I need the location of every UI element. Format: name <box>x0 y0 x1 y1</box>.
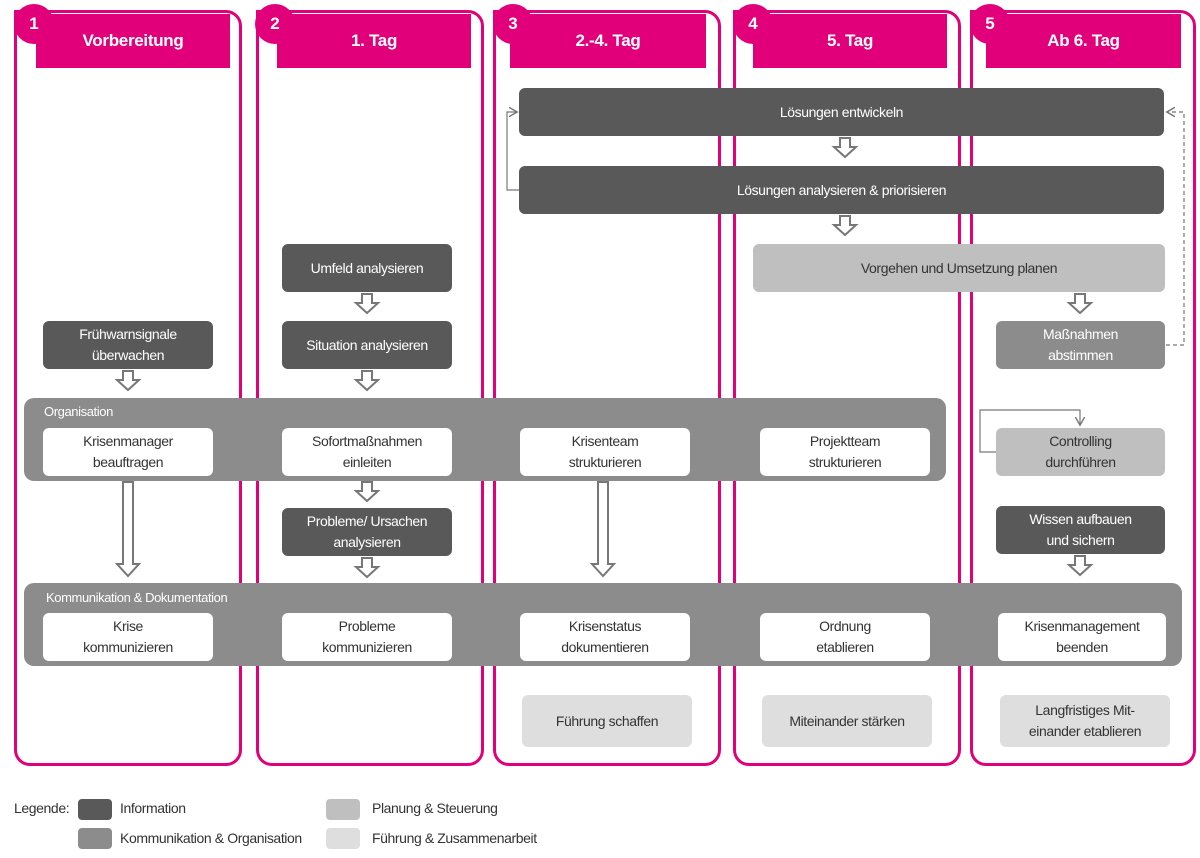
kommunikation-label: Kommunikation & Dokumentation <box>46 590 228 605</box>
controlling-box: Controlling durchführen <box>996 428 1165 476</box>
arrow-sofort-probleme <box>353 481 381 503</box>
wissen-aufbauen-box: Wissen aufbauen und sichern <box>996 506 1165 554</box>
legend-planung: Planung & Steuerung <box>372 800 498 816</box>
phase-header-1: Vorbereitung <box>36 14 230 68</box>
legend-kommunikation: Kommunikation & Organisation <box>120 830 302 846</box>
org-item-krisenteam: Krisenteam strukturieren <box>520 428 690 476</box>
feedback-loop-right <box>1166 112 1185 346</box>
fuehrung-schaffen-box: Führung schaffen <box>522 695 692 747</box>
legend-swatch-information <box>78 799 112 820</box>
arrow-krisenmanager-krise <box>114 481 142 578</box>
fruehwarnsignale-box: Frühwarnsignale überwachen <box>43 321 213 369</box>
vorgehen-planen-box: Vorgehen und Umsetzung planen <box>753 244 1165 292</box>
phase-header-5: Ab 6. Tag <box>986 14 1181 68</box>
phase-number-3: 3 <box>493 4 533 44</box>
arrow-analysieren-vorgehen <box>831 215 859 237</box>
miteinander-staerken-box: Miteinander stärken <box>762 695 932 747</box>
phase-header-4: 5. Tag <box>753 14 947 68</box>
komm-item-krisenstatus: Krisenstatus dokumentieren <box>520 613 690 661</box>
arrow-vorgehen-massnahmen <box>1066 293 1094 315</box>
loesungen-analysieren-box: Lösungen analysieren & priorisieren <box>519 166 1164 214</box>
arrow-fruehwarn-krisenmanager <box>114 370 142 392</box>
org-item-sofortmassnahmen: Sofortmaßnahmen einleiten <box>282 428 452 476</box>
legend-information: Information <box>120 800 186 816</box>
phase-number-4: 4 <box>733 4 773 44</box>
phase-header-2: 1. Tag <box>277 14 471 68</box>
org-item-projektteam: Projektteam strukturieren <box>760 428 930 476</box>
arrow-entwickeln-analysieren <box>831 137 859 159</box>
loesungen-entwickeln-box: Lösungen entwickeln <box>519 88 1164 136</box>
legend-swatch-planung <box>326 799 360 820</box>
organisation-label: Organisation <box>44 404 113 419</box>
phase-number-2: 2 <box>255 4 295 44</box>
situation-analysieren-box: Situation analysieren <box>282 321 452 369</box>
arrow-wissen-beenden <box>1066 555 1094 577</box>
phase-number-1: 1 <box>14 4 54 44</box>
probleme-ursachen-box: Probleme/ Ursachen analysieren <box>282 508 452 556</box>
umfeld-analysieren-box: Umfeld analysieren <box>282 244 452 292</box>
phase-number-5: 5 <box>970 4 1010 44</box>
arrow-probleme-kommunizieren <box>353 557 381 579</box>
controlling-loop <box>979 409 1080 453</box>
legend-title: Legende: <box>14 800 70 816</box>
legend-swatch-fuehrung <box>326 828 360 849</box>
langfristiges-miteinander-box: Langfristiges Mit- einander etablieren <box>1000 695 1170 747</box>
komm-item-probleme: Probleme kommunizieren <box>282 613 452 661</box>
komm-item-krisenmanagement: Krisenmanagement beenden <box>998 613 1166 661</box>
massnahmen-abstimmen-box: Maßnahmen abstimmen <box>996 321 1165 369</box>
arrow-krisenteam-status <box>589 481 617 578</box>
arrow-situation-sofort <box>353 370 381 392</box>
komm-item-ordnung: Ordnung etablieren <box>760 613 930 661</box>
komm-item-krise: Krise kommunizieren <box>43 613 213 661</box>
arrow-umfeld-situation <box>353 293 381 315</box>
org-item-krisenmanager: Krisenmanager beauftragen <box>43 428 213 476</box>
legend-swatch-kommunikation <box>78 828 112 849</box>
legend-fuehrung: Führung & Zusammenarbeit <box>372 830 537 846</box>
phase-header-3: 2.-4. Tag <box>510 14 706 68</box>
feedback-loop-left <box>506 112 519 191</box>
